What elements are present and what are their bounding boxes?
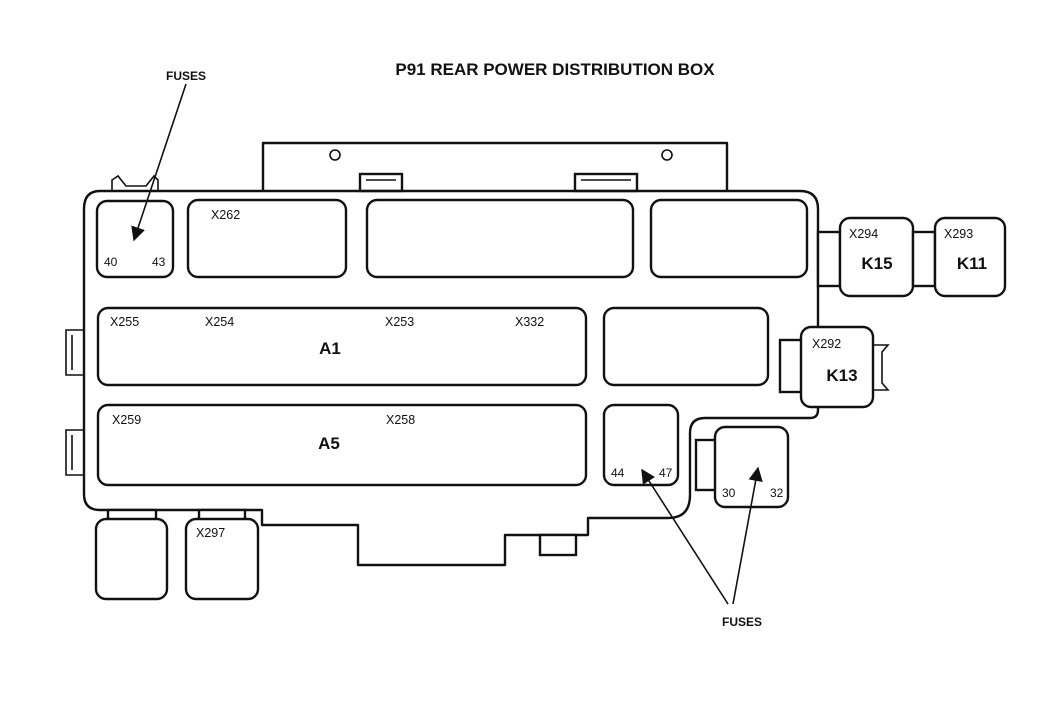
- fuse-pin-40: 40: [104, 255, 118, 269]
- fuse-pin-32: 32: [770, 486, 784, 500]
- fuse-pin-44: 44: [611, 466, 625, 480]
- relay-k11-label: K11: [957, 254, 987, 273]
- connector-blank-box-2: [649, 198, 809, 279]
- fuse-pin-47: 47: [659, 466, 673, 480]
- fuses-bottom-arrow-right: [732, 466, 763, 605]
- connector-x292-label: X292: [812, 337, 841, 351]
- module-a1-box: [96, 306, 588, 387]
- housing-outline: [82, 189, 820, 567]
- fuse-block-44-47: [602, 403, 680, 487]
- connector-x259-label: X259: [112, 413, 141, 427]
- bottom-connectors: [94, 508, 260, 601]
- relay-k13-label: K13: [826, 366, 857, 385]
- connector-x297-box: [184, 517, 260, 601]
- relay-k13-box: [799, 325, 875, 409]
- connector-x255-label: X255: [110, 315, 139, 329]
- module-a5-label: A5: [318, 434, 340, 453]
- connector-x294-label: X294: [849, 227, 878, 241]
- bottom-tab: [538, 533, 578, 557]
- fuses-top-label: FUSES: [166, 69, 206, 83]
- fuses-top-arrow: [131, 83, 187, 242]
- relay-k11-box: [933, 216, 1007, 298]
- module-a5-box: [96, 403, 588, 487]
- connector-blank-box-3: [602, 306, 770, 387]
- relay-k15-label: K15: [861, 254, 892, 273]
- module-a1-label: A1: [319, 339, 341, 358]
- fuse-pin-43: 43: [152, 255, 166, 269]
- connector-x332-label: X332: [515, 315, 544, 329]
- connector-x262-label: X262: [211, 208, 240, 222]
- fuses-bottom-arrow-left: [641, 468, 729, 605]
- connector-blank-box-bottom: [94, 517, 169, 601]
- connector-x253-label: X253: [385, 315, 414, 329]
- fuse-pin-30: 30: [722, 486, 736, 500]
- connector-x258-label: X258: [386, 413, 415, 427]
- connector-x254-label: X254: [205, 315, 234, 329]
- connector-blank-box-1: [365, 198, 635, 279]
- top-left-clip: [111, 174, 159, 191]
- connector-x262-box: [186, 198, 348, 279]
- connector-x297-label: X297: [196, 526, 225, 540]
- top-bracket: [261, 141, 729, 193]
- fuses-bottom-label: FUSES: [722, 615, 762, 629]
- left-clips: [65, 329, 84, 476]
- relay-k13-group: [778, 325, 890, 409]
- connector-x293-label: X293: [944, 227, 973, 241]
- diagram-title: P91 REAR POWER DISTRIBUTION BOX: [395, 60, 715, 79]
- relay-k15-k11-group: [816, 216, 1007, 298]
